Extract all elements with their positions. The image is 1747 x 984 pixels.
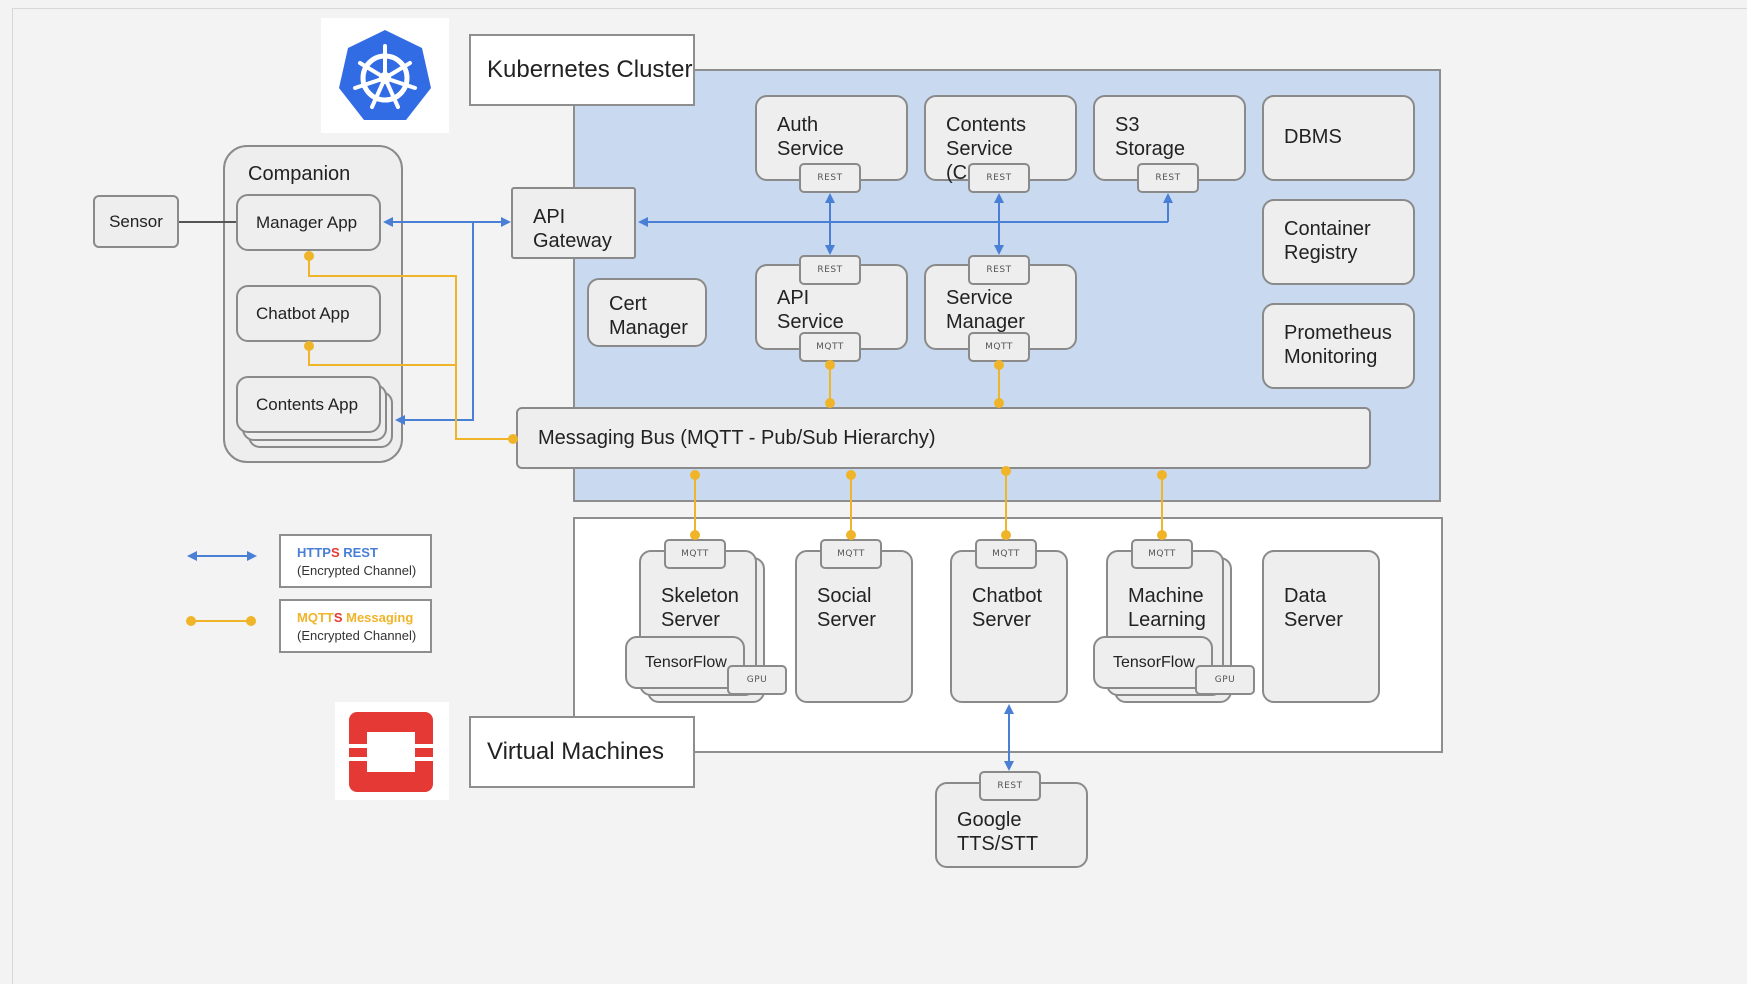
legend-https-desc: (Encrypted Channel) <box>297 563 417 578</box>
legend-mqtts: MQTTS Messaging (Encrypted Channel) <box>279 599 432 653</box>
kubernetes-cluster-title: Kubernetes Cluster <box>469 34 695 106</box>
chatbot-bus-link <box>308 346 456 366</box>
virtual-machines-title: Virtual Machines <box>469 716 695 788</box>
container-registry[interactable]: Container Registry <box>1262 199 1415 285</box>
architecture-diagram: Kubernetes Cluster Virtual Machines Sens… <box>12 8 1747 984</box>
service-manager-mqtt-tag: MQTT <box>968 332 1030 362</box>
messaging-bus[interactable]: Messaging Bus (MQTT - Pub/Sub Hierarchy) <box>516 407 1371 469</box>
prometheus-monitoring[interactable]: Prometheus Monitoring <box>1262 303 1415 389</box>
openstack-logo <box>335 702 449 800</box>
ml-gpu-tag: GPU <box>1195 665 1255 695</box>
chatbot-server[interactable]: Chatbot Server <box>950 550 1068 703</box>
social-server[interactable]: Social Server <box>795 550 913 703</box>
legend-https-title: HTTPS REST <box>297 545 378 560</box>
api-service-rest-tag: REST <box>799 255 861 285</box>
sensor-node[interactable]: Sensor <box>93 195 179 248</box>
companion-label: Companion <box>248 163 351 185</box>
cert-manager[interactable]: Cert Manager <box>587 278 707 347</box>
kubernetes-logo <box>321 18 449 133</box>
tensorflow-ml[interactable]: TensorFlow <box>1093 636 1213 689</box>
legend-mqtts-title: MQTTS Messaging <box>297 610 414 625</box>
skeleton-gpu-tag: GPU <box>727 665 787 695</box>
legend-https: HTTPS REST (Encrypted Channel) <box>279 534 432 588</box>
tensorflow-skeleton[interactable]: TensorFlow <box>625 636 745 689</box>
manager-app[interactable]: Manager App <box>236 194 381 251</box>
gateway-contents-link <box>395 222 474 425</box>
kubernetes-icon <box>339 30 431 120</box>
contents-app[interactable]: Contents App <box>236 376 381 433</box>
service-manager-rest-tag: REST <box>968 255 1030 285</box>
auth-rest-tag: REST <box>799 163 861 193</box>
ml-mqtt-tag: MQTT <box>1131 539 1193 569</box>
contents-service-cms[interactable]: Contents Service (CMS) <box>924 95 1077 184</box>
connectors <box>179 193 1173 771</box>
s3-rest-tag: REST <box>1137 163 1199 193</box>
manager-bus-link <box>308 256 513 440</box>
legend-mqtts-desc: (Encrypted Channel) <box>297 628 417 643</box>
api-service-mqtt-tag: MQTT <box>799 332 861 362</box>
openstack-icon <box>349 712 433 792</box>
dbms[interactable]: DBMS <box>1262 95 1415 181</box>
cms-rest-tag: REST <box>968 163 1030 193</box>
auth-service[interactable]: Auth Service <box>755 95 908 181</box>
google-rest-tag: REST <box>979 771 1041 801</box>
api-gateway[interactable]: API Gateway <box>511 187 636 259</box>
chatbot-app[interactable]: Chatbot App <box>236 285 381 342</box>
data-server[interactable]: Data Server <box>1262 550 1380 703</box>
